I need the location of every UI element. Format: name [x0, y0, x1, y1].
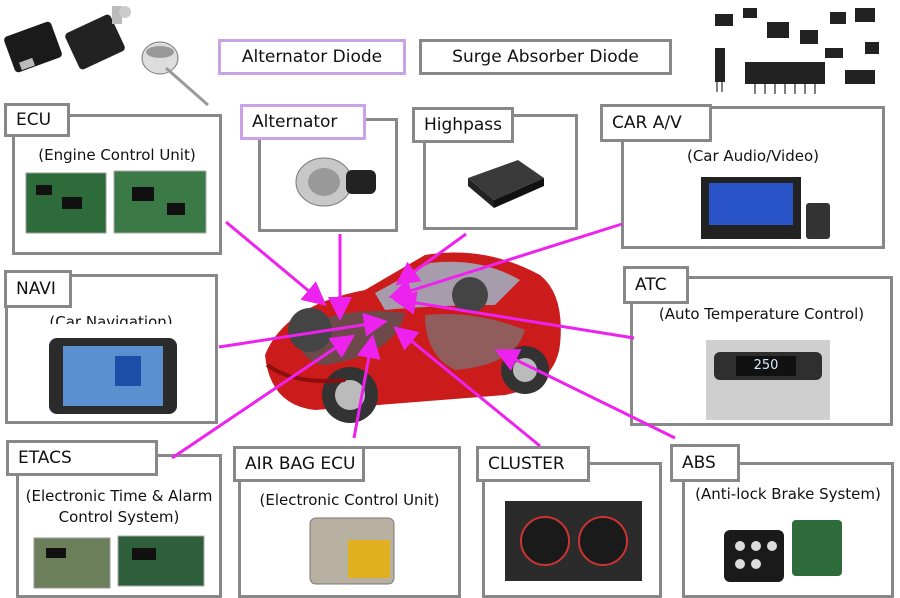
etacs-board-image [33, 535, 205, 589]
highpass-label: Highpass [424, 115, 502, 135]
airbag-label: AIR BAG ECU [245, 454, 356, 474]
ecu-board-image [25, 170, 207, 234]
navi-label: NAVI [16, 279, 56, 299]
diode-components-image [4, 6, 209, 107]
navi-device-image [49, 338, 177, 414]
navi-subtitle: (Car Navigation) [49, 313, 173, 324]
cluster-gauge-image [505, 501, 642, 581]
ic-chips-image [715, 8, 879, 94]
legend-surge-absorber-diode: Surge Absorber Diode [419, 39, 672, 75]
etacs-subtitle: (Electronic Time & Alarm Control System) [25, 487, 213, 526]
etacs-label: ETACS [18, 448, 72, 468]
etacs-label-box: ETACS [6, 440, 158, 476]
atc-label-box: ATC [623, 266, 689, 304]
highpass-device-image [468, 160, 544, 208]
legend-alternator-diode-label: Alternator Diode [241, 47, 383, 67]
ecu-label: ECU [16, 110, 52, 130]
car-av-label: CAR A/V [612, 113, 682, 133]
abs-module-image [724, 520, 842, 582]
car-cutaway-image [255, 235, 570, 440]
highpass-label-box: Highpass [412, 107, 514, 143]
car-av-subtitle: (Car Audio/Video) [686, 147, 820, 165]
legend-surge-absorber-diode-label: Surge Absorber Diode [452, 47, 639, 67]
abs-label: ABS [682, 453, 716, 473]
alternator-label-box: Alternator [240, 104, 366, 140]
airbag-label-box: AIR BAG ECU [233, 446, 365, 482]
atc-display: 250 [736, 356, 796, 376]
car-av-unit-image [701, 177, 830, 239]
ecu-label-box: ECU [4, 103, 70, 137]
atc-label: ATC [635, 275, 667, 295]
abs-subtitle: (Anti-lock Brake System) [695, 485, 881, 503]
airbag-ecu-image [309, 517, 395, 585]
atc-control-image: 250 [706, 340, 830, 420]
alternator-label: Alternator [252, 112, 338, 132]
legend-alternator-diode: Alternator Diode [218, 39, 406, 75]
ecu-subtitle: (Engine Control Unit) [38, 146, 196, 164]
abs-panel [682, 462, 894, 598]
atc-subtitle: (Auto Temperature Control) [658, 305, 865, 323]
airbag-subtitle: (Electronic Control Unit) [259, 491, 440, 509]
cluster-label: CLUSTER [488, 454, 565, 474]
cluster-label-box: CLUSTER [476, 446, 590, 482]
alternator-image [295, 157, 376, 207]
atc-display-value: 250 [753, 358, 779, 373]
navi-label-box: NAVI [4, 270, 72, 308]
abs-label-box: ABS [670, 444, 740, 482]
car-av-label-box: CAR A/V [600, 104, 712, 142]
